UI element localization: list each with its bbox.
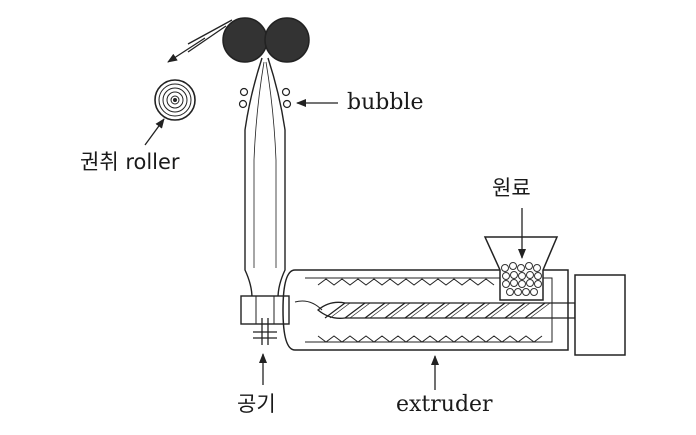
film-bubble	[244, 57, 286, 299]
extruder-label: extruder	[396, 392, 493, 417]
nip-rollers	[222, 17, 310, 63]
heater-top	[317, 278, 495, 286]
nip-roller-right	[264, 17, 310, 63]
extruder-barrel	[282, 269, 569, 351]
drive-motor	[574, 274, 626, 356]
resin-pellets	[501, 262, 542, 296]
heater-bottom	[317, 335, 543, 343]
film-direction-arrow	[167, 37, 206, 63]
hopper	[483, 236, 559, 301]
air-inlet	[253, 318, 277, 345]
film-path	[187, 19, 233, 53]
winding-roller	[154, 79, 196, 121]
winder-label-arrow	[144, 118, 165, 146]
screw	[294, 300, 576, 319]
raw-material-label: 원료	[492, 176, 531, 200]
bubble-label: bubble	[347, 90, 424, 115]
winding-roller-label: 권취 roller	[80, 150, 180, 174]
die-block	[240, 295, 290, 325]
nip-roller-left	[222, 17, 268, 63]
guide-rings	[238, 87, 292, 109]
air-label: 공기	[237, 392, 276, 416]
